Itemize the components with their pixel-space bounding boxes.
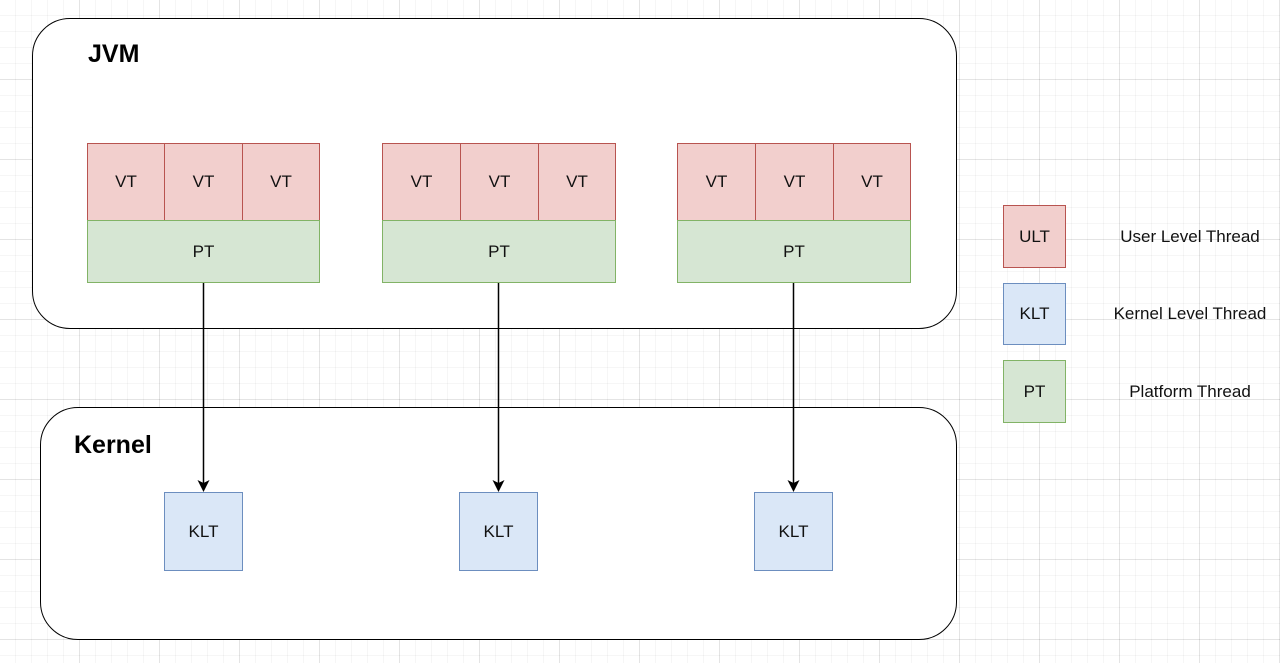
platform-thread: PT [87, 220, 320, 283]
platform-thread: PT [677, 220, 911, 283]
legend-swatch-klt: KLT [1003, 283, 1066, 345]
kernel-title: Kernel [74, 431, 152, 459]
kernel-level-thread: KLT [754, 492, 833, 571]
legend-label-klt: Kernel Level Thread [1113, 304, 1267, 323]
virtual-thread: VT [538, 143, 616, 221]
platform-thread: PT [382, 220, 616, 283]
legend-label-ult: User Level Thread [1120, 227, 1260, 246]
virtual-thread: VT [382, 143, 461, 221]
legend-swatch-pt: PT [1003, 360, 1066, 423]
virtual-thread: VT [164, 143, 243, 221]
virtual-thread: VT [755, 143, 834, 221]
virtual-thread: VT [833, 143, 911, 221]
virtual-thread: VT [87, 143, 165, 221]
jvm-title: JVM [88, 40, 140, 68]
legend-swatch-ult: ULT [1003, 205, 1066, 268]
kernel-level-thread: KLT [459, 492, 538, 571]
virtual-thread: VT [460, 143, 539, 221]
legend-label-pt: Platform Thread [1129, 382, 1251, 401]
virtual-thread: VT [242, 143, 320, 221]
virtual-thread: VT [677, 143, 756, 221]
kernel-level-thread: KLT [164, 492, 243, 571]
